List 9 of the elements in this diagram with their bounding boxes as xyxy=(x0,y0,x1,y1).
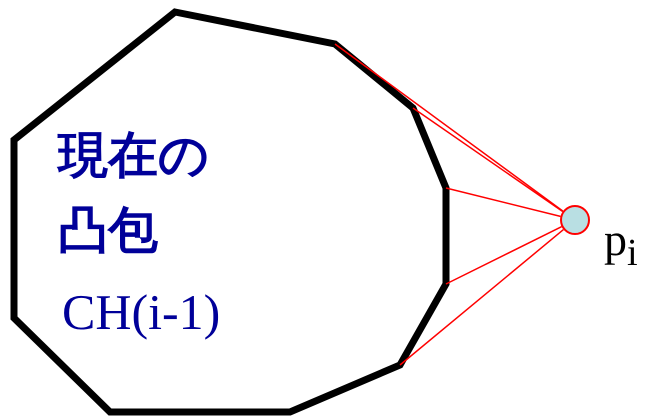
connector-line xyxy=(334,43,564,212)
connector-line xyxy=(446,187,561,218)
point-label: p$_{i}$ xyxy=(604,213,638,276)
connector-line xyxy=(446,226,562,285)
hull-title: 現在の凸包 xyxy=(58,125,210,261)
connector-line xyxy=(400,229,564,366)
point-circle xyxy=(560,205,590,235)
connector-line xyxy=(412,107,564,212)
hull-label: CH(i-1) xyxy=(62,283,222,342)
